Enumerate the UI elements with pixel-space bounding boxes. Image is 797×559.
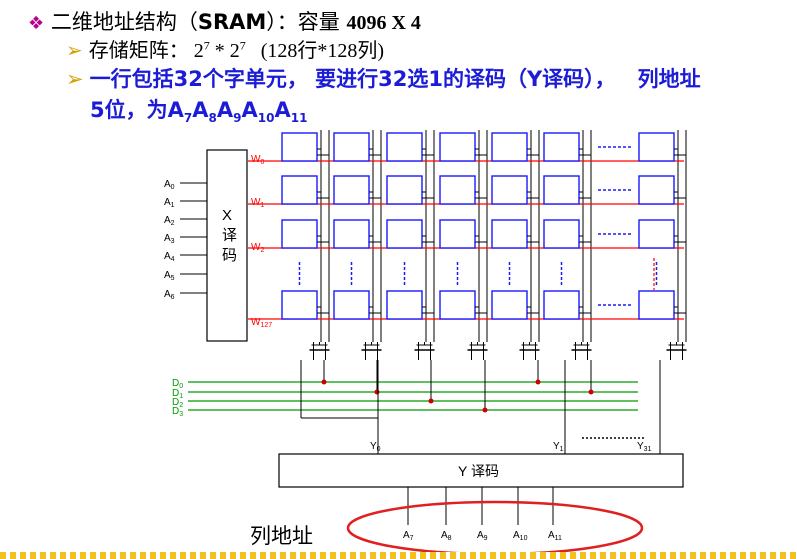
x-decoder-char: 译	[222, 227, 237, 244]
memory-cell	[333, 175, 370, 205]
addr-a10: A	[241, 98, 258, 122]
addr-a7: A	[167, 98, 184, 122]
junction-dot	[321, 379, 327, 385]
memory-cell	[281, 132, 318, 162]
x-decoder-box	[206, 149, 248, 342]
memory-cell	[543, 219, 580, 249]
row-address-label: A0	[164, 179, 175, 191]
x-decoder-char: 码	[222, 247, 237, 264]
memory-cell	[638, 219, 675, 249]
addr-sub-10: 10	[257, 111, 275, 126]
memory-cell	[439, 132, 476, 162]
arrow-bullet-icon: ➢	[66, 67, 84, 91]
memory-cell	[543, 132, 580, 162]
memory-cell	[386, 219, 423, 249]
junction-dot	[535, 379, 541, 385]
data-line-label: D0	[172, 378, 183, 390]
heading-sram: SRAM	[197, 10, 267, 34]
storage-matrix-base1: 2	[193, 40, 204, 62]
memory-cell	[386, 175, 423, 205]
heading-capacity: 4096 X 4	[346, 12, 421, 34]
junction-dot	[374, 389, 380, 395]
junction-dot	[588, 389, 594, 395]
word-line-label: W2	[251, 242, 264, 254]
addr-sub-11: 11	[290, 111, 308, 126]
row-address-label: A5	[164, 270, 175, 282]
word-line-label: W1	[251, 197, 264, 209]
col-address-label: A11	[548, 530, 562, 542]
memory-cell	[638, 290, 675, 320]
diamond-bullet-icon: ❖	[28, 13, 45, 34]
row-address-label: A1	[164, 197, 175, 209]
memory-cell	[386, 290, 423, 320]
diagram-static	[180, 130, 687, 556]
y-decoder-label: Y 译码	[458, 463, 499, 479]
heading-line: ❖ 二维地址结构（SRAM）：容量 4096 X 4	[28, 6, 421, 36]
addr-sub-8: 8	[208, 111, 217, 126]
memory-cell	[281, 290, 318, 320]
col-address-label: A9	[477, 530, 488, 542]
column-bits-text: 5位，为	[90, 98, 168, 122]
word-line-label: W0	[251, 154, 264, 166]
row-description-line: ➢一行包括32个字单元， 要进行32选1的译码（Y译码）， 列地址	[66, 63, 701, 93]
memory-cell	[638, 132, 675, 162]
y-output-label: Y31	[637, 441, 652, 453]
heading-text: 二维地址结构（	[50, 10, 198, 34]
data-line-label: D2	[172, 397, 183, 409]
row-description-text: 一行包括32个字单元， 要进行32选1的译码（Y译码），	[89, 67, 616, 91]
memory-cell	[491, 175, 528, 205]
storage-matrix-exp2: 7	[239, 38, 246, 53]
memory-cell	[281, 219, 318, 249]
memory-cell	[543, 175, 580, 205]
bottom-decor-bar	[0, 552, 797, 559]
memory-cell	[439, 175, 476, 205]
storage-matrix-op: *	[214, 40, 225, 62]
data-line-label: D3	[172, 406, 183, 418]
column-bits-line: 5位，为A7A8A9A10A11	[90, 94, 307, 125]
memory-cell	[491, 219, 528, 249]
column-address-ellipse	[346, 500, 644, 556]
junction-dot	[428, 398, 434, 404]
addr-sub-7: 7	[183, 111, 193, 126]
row-address-label: A4	[164, 251, 175, 263]
col-address-label: A10	[513, 530, 528, 542]
memory-cell	[333, 219, 370, 249]
col-address-label: A7	[403, 530, 414, 542]
storage-matrix-label: 存储矩阵：	[88, 40, 189, 62]
addr-a8: A	[192, 98, 209, 122]
row-description-tail: 列地址	[637, 67, 701, 91]
y-output-label: Y1	[553, 441, 564, 453]
storage-matrix-exp1: 7	[203, 38, 210, 53]
row-address-label: A2	[164, 215, 175, 227]
y-decoder-box	[278, 453, 684, 488]
memory-cell	[491, 290, 528, 320]
memory-cell	[333, 290, 370, 320]
col-address-label: A8	[441, 530, 452, 542]
memory-cell	[439, 219, 476, 249]
storage-matrix-line: ➢存储矩阵： 27 * 27 (128行*128列)	[66, 34, 384, 63]
heading-text2: ）：容量	[266, 10, 340, 34]
memory-cell	[439, 290, 476, 320]
memory-cell	[491, 132, 528, 162]
memory-cell	[386, 132, 423, 162]
storage-matrix-base2: 2	[229, 40, 240, 62]
data-line-label: D1	[172, 388, 183, 400]
row-address-label: A3	[164, 233, 175, 245]
memory-cell	[281, 175, 318, 205]
memory-cell	[638, 175, 675, 205]
addr-a11: A	[274, 98, 291, 122]
x-decoder-char: X	[222, 207, 232, 224]
y-output-label: Y0	[370, 441, 381, 453]
memory-cell	[543, 290, 580, 320]
addr-sub-9: 9	[233, 111, 242, 126]
junction-dot	[482, 407, 488, 413]
arrow-bullet-icon: ➢	[66, 40, 83, 62]
column-address-label: 列地址	[250, 524, 313, 548]
row-address-label: A6	[164, 289, 175, 301]
storage-matrix-note: (128行*128列)	[260, 40, 385, 62]
addr-a9: A	[216, 98, 234, 122]
memory-cell	[333, 132, 370, 162]
